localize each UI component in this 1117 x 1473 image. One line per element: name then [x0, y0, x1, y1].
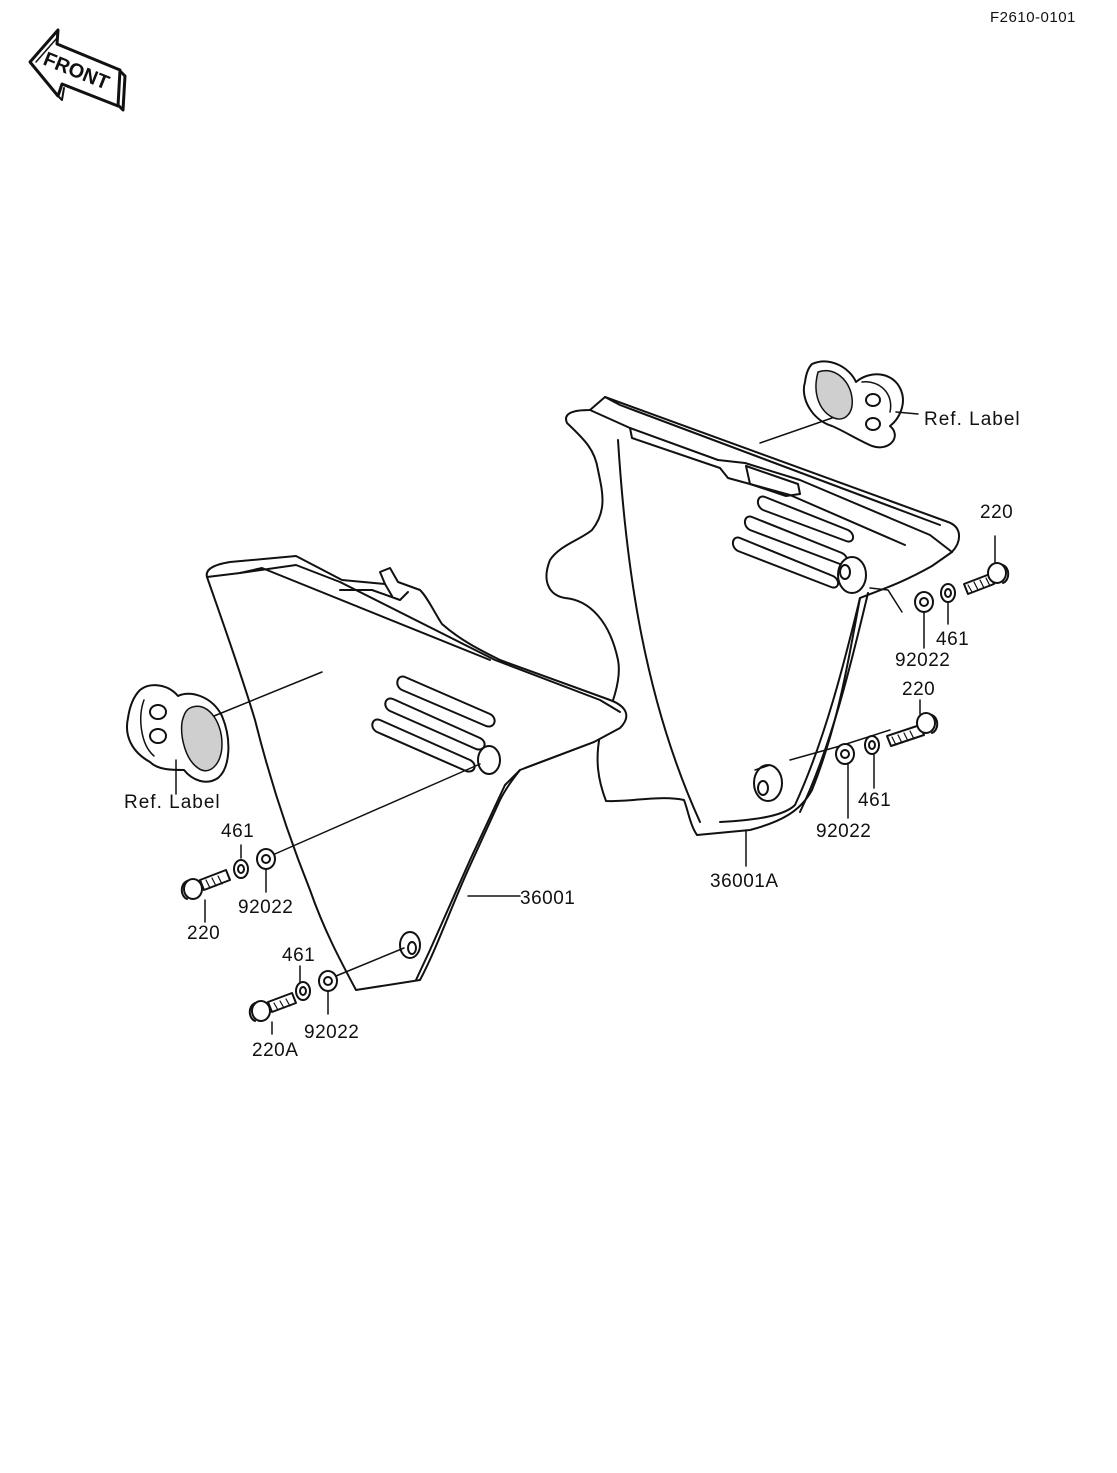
part-461-right-mid: 461: [858, 790, 892, 811]
part-36001A-callout: 36001A: [710, 871, 779, 892]
part-220A-left-bottom: 220A: [252, 1040, 299, 1061]
part-461-left-top: 461: [221, 821, 255, 842]
part-92022-left-top: 92022: [238, 897, 294, 918]
front-arrow-icon: FRONT: [28, 28, 127, 112]
part-36001-callout: 36001: [520, 888, 576, 909]
part-461-right-top: 461: [936, 629, 970, 650]
part-92022-left-bottom: 92022: [304, 1022, 360, 1043]
left-lower-fasteners: [248, 895, 521, 1035]
left-upper-fasteners: [180, 763, 481, 923]
part-92022-right-top: 92022: [895, 650, 951, 671]
ref-label-decal-left: [126, 671, 323, 795]
right-upper-fasteners: [869, 535, 1010, 649]
ref-label-decal-right: [759, 360, 919, 449]
part-92022-right-mid: 92022: [816, 821, 872, 842]
right-lower-fasteners: [745, 699, 939, 867]
ref-label-right-caption: Ref. Label: [924, 409, 1021, 430]
figure-code: F2610-0101: [990, 9, 1076, 26]
part-220-right-top: 220: [980, 502, 1014, 523]
part-220-right-mid: 220: [902, 679, 936, 700]
side-cover-right: [545, 396, 960, 836]
ref-label-left-caption: Ref. Label: [124, 792, 221, 813]
part-220-left-top: 220: [187, 923, 221, 944]
part-461-left-bottom: 461: [282, 945, 316, 966]
side-cover-left: [205, 555, 628, 991]
